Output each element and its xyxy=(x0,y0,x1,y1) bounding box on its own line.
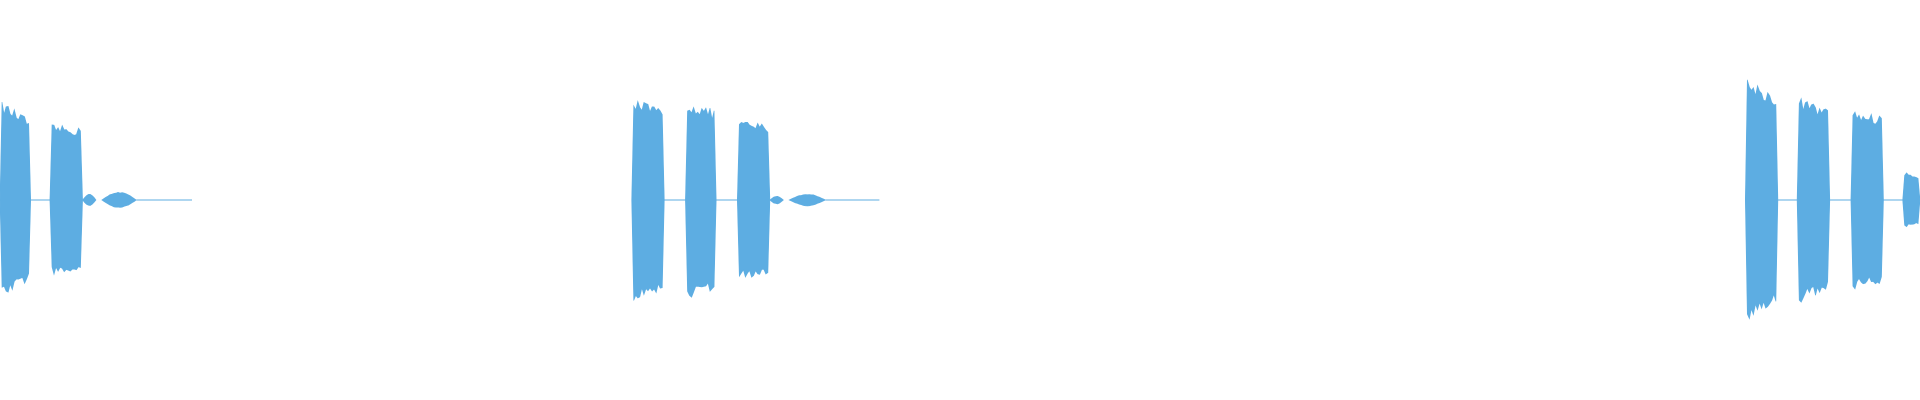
waveform-blip xyxy=(101,191,137,208)
waveform-blip xyxy=(82,193,97,206)
waveform-burst xyxy=(736,122,771,278)
waveform-burst xyxy=(49,124,83,276)
audio-clips-layer xyxy=(0,79,1920,320)
waveform-burst xyxy=(1850,111,1884,290)
waveform-burst xyxy=(685,106,717,298)
waveform-burst xyxy=(1745,79,1779,320)
waveform-burst xyxy=(0,101,32,293)
waveform-blip xyxy=(769,195,784,205)
waveform-blip xyxy=(788,194,827,207)
waveform-burst xyxy=(631,100,665,301)
audio-clip-3[interactable] xyxy=(1745,79,1920,320)
waveform-burst xyxy=(1902,172,1920,228)
audio-clip-1[interactable] xyxy=(0,101,192,293)
audio-clip-2[interactable] xyxy=(631,100,880,301)
waveform-burst xyxy=(1796,97,1831,303)
